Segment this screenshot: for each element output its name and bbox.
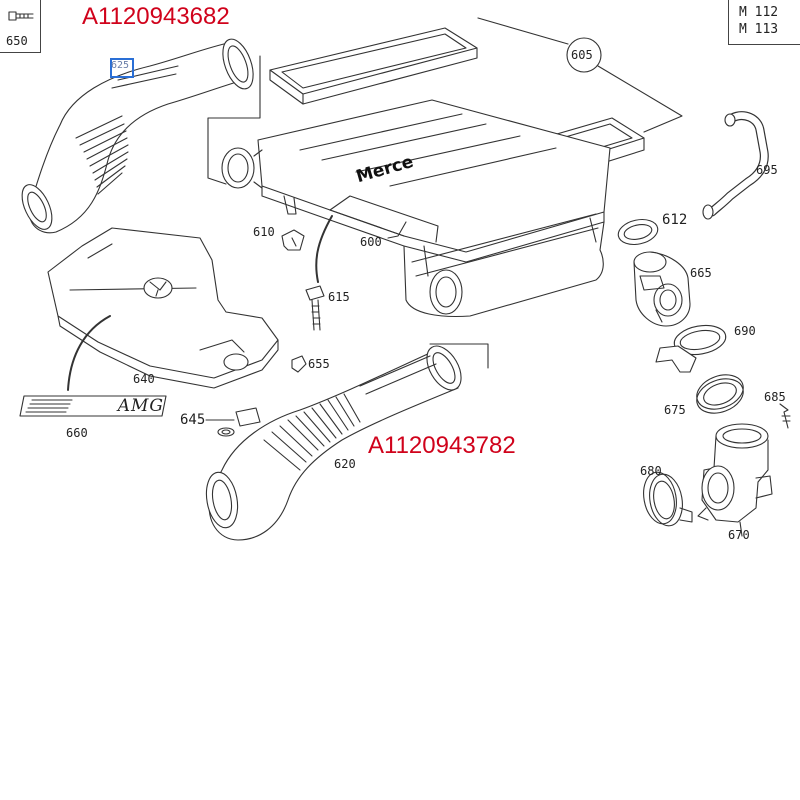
hose-clamp-675	[696, 374, 744, 414]
hose-clamp-680	[643, 471, 693, 527]
label-680: 680	[640, 464, 662, 478]
label-610: 610	[253, 225, 275, 239]
bolt-615-icon	[305, 285, 325, 331]
label-670: 670	[728, 528, 750, 542]
label-690: 690	[734, 324, 756, 338]
screw-685-icon	[779, 403, 791, 429]
part-number-lower: A1120943782	[368, 432, 516, 459]
vent-hose-695	[702, 111, 769, 220]
amg-badge-660	[19, 395, 167, 417]
amg-badge-text: AMG	[117, 396, 164, 416]
label-655: 655	[308, 357, 330, 371]
label-685: 685	[764, 390, 786, 404]
label-675: 675	[664, 403, 686, 417]
air-mass-sensor-665	[633, 251, 691, 327]
screw-650-icon	[8, 11, 34, 21]
leader-625	[207, 55, 261, 185]
fastener-645-icon	[217, 407, 261, 437]
clip-610-icon	[281, 229, 305, 251]
label-612: 612	[662, 212, 688, 228]
engine-code-2: M 113	[739, 22, 779, 37]
highlight-625[interactable]	[110, 58, 134, 78]
label-605: 605	[571, 48, 593, 62]
hose-clamp-690	[655, 324, 727, 373]
label-640: 640	[133, 372, 155, 386]
intake-hose-625	[21, 38, 254, 234]
label-665: 665	[690, 266, 712, 280]
label-600: 600	[360, 235, 382, 249]
air-filter-housing-600	[221, 27, 645, 317]
label-625: 625	[111, 60, 130, 71]
clip-655-icon	[291, 355, 307, 373]
leader-605	[477, 17, 683, 133]
intake-adapter-670	[697, 423, 773, 537]
label-695: 695	[756, 163, 778, 177]
label-650: 650	[6, 34, 28, 48]
label-645: 645	[180, 412, 206, 428]
intake-hose-620	[205, 345, 462, 541]
leader-620	[429, 343, 489, 369]
leader-615	[315, 215, 333, 283]
label-660: 660	[66, 426, 88, 440]
label-620: 620	[334, 457, 356, 471]
label-615: 615	[328, 290, 350, 304]
engine-cover-640	[47, 227, 279, 389]
engine-code-box: M 112 M 113	[728, 0, 800, 45]
callout-605-circle	[566, 37, 602, 73]
box-650	[0, 0, 41, 53]
part-number-upper: A1120943682	[82, 3, 230, 30]
seal-ring-612	[617, 218, 659, 246]
leader-660	[67, 315, 111, 391]
leader-600	[387, 221, 407, 239]
engine-code-1: M 112	[739, 5, 779, 20]
